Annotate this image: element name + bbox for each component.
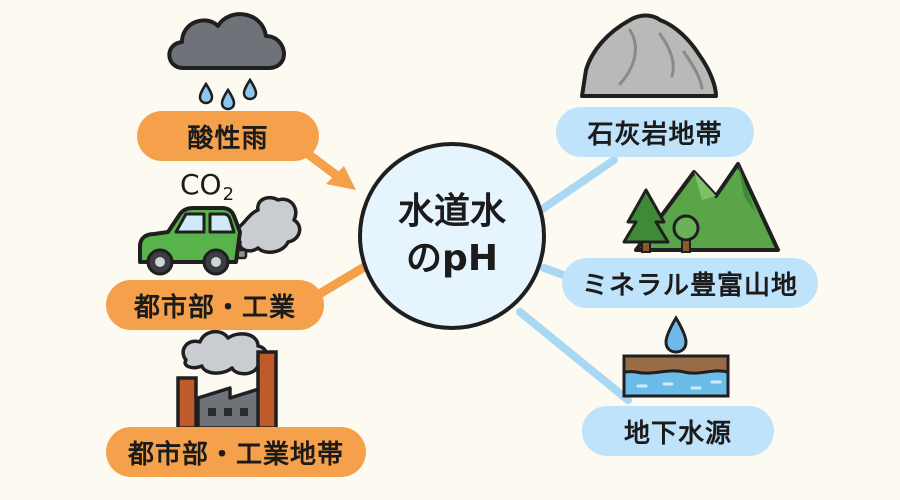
right-connector-1 (534, 156, 618, 216)
left-connector-2 (311, 261, 371, 301)
factor-pill-acid-rain: 酸性雨 (137, 111, 319, 161)
factor-pill-mineral-mountain: ミネラル豊富山地 (562, 258, 818, 308)
factory-icon (176, 329, 278, 430)
car-exhaust-icon (138, 195, 302, 276)
center-title-line2: のpH (406, 238, 498, 279)
center-topic-circle: 水道水 のpH (358, 142, 546, 330)
factor-label: 都市部・工業地帯 (127, 439, 344, 470)
right-connector-3 (516, 308, 632, 404)
factor-pill-limestone: 石灰岩地帯 (556, 107, 754, 157)
factor-label: 石灰岩地帯 (587, 119, 723, 150)
rain-cloud-icon (167, 12, 286, 111)
factor-pill-urban-industry: 都市部・工業 (106, 280, 324, 330)
groundwater-icon (622, 315, 730, 398)
factor-label: 酸性雨 (187, 123, 269, 154)
center-title-line1: 水道水 (397, 191, 506, 233)
co2-label: CO2 (180, 168, 234, 205)
factor-pill-urban-industrial-zone: 都市部・工業地帯 (106, 427, 366, 477)
limestone-rock-icon (580, 13, 718, 98)
factor-label: 都市部・工業 (133, 292, 296, 323)
factor-label: 地下水源 (623, 418, 732, 449)
factor-label: ミネラル豊富山地 (581, 270, 798, 301)
mountain-icon (622, 162, 780, 253)
co2-main: CO (180, 168, 222, 201)
co2-subscript: 2 (222, 184, 235, 205)
factor-pill-groundwater: 地下水源 (582, 406, 774, 456)
